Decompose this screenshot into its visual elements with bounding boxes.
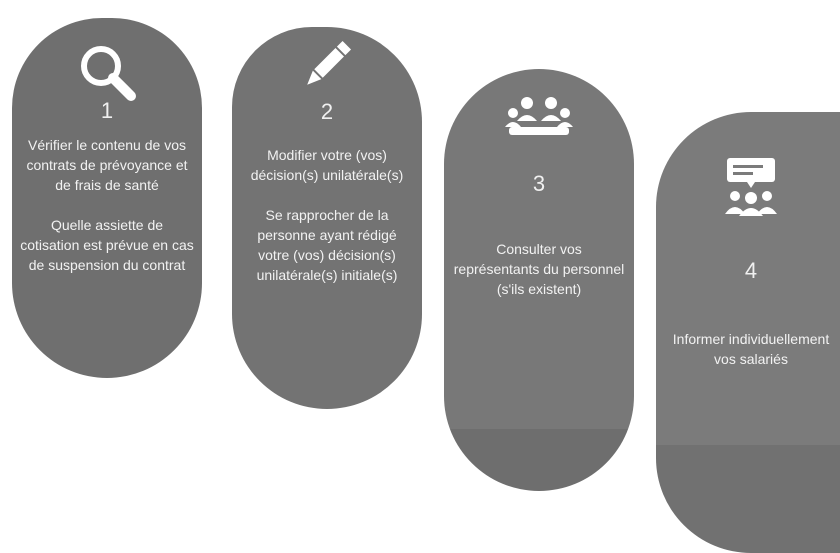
presentation-icon [656, 156, 840, 218]
pencil-icon [232, 35, 422, 95]
step-3-text: Consulter vos représentants du personnel… [452, 239, 626, 299]
step-4-shade [656, 445, 840, 553]
step-1-text: Vérifier le contenu de vos contrats de p… [20, 135, 194, 275]
step-2-line-1: Modifier votre (vos) décision(s) unilaté… [250, 147, 404, 183]
step-2-number: 2 [320, 99, 334, 124]
step-3-card: 3 Consulter vos représentants du personn… [444, 69, 634, 491]
magnifier-icon [12, 40, 202, 104]
step-3-number: 3 [532, 171, 546, 196]
step-2-line-2: Se rapprocher de la personne ayant rédig… [256, 207, 398, 283]
step-4-number: 4 [744, 258, 758, 283]
step-3-shade [444, 429, 634, 491]
step-1-number: 1 [100, 98, 114, 123]
step-4-card: 4 Informer individuellement vos salariés [656, 112, 840, 553]
step-2-text: Modifier votre (vos) décision(s) unilaté… [240, 145, 414, 285]
step-1-card: 1 Vérifier le contenu de vos contrats de… [12, 18, 202, 378]
step-3-line-1: Consulter vos représentants du personnel… [453, 241, 625, 297]
meeting-icon [444, 93, 634, 141]
step-4-line-1: Informer individuellement vos salariés [672, 331, 830, 367]
step-4-text: Informer individuellement vos salariés [664, 329, 838, 369]
step-1-line-1: Vérifier le contenu de vos contrats de p… [26, 137, 188, 193]
step-1-line-2: Quelle assiette de cotisation est prévue… [20, 217, 194, 273]
step-2-card: 2 Modifier votre (vos) décision(s) unila… [232, 27, 422, 409]
